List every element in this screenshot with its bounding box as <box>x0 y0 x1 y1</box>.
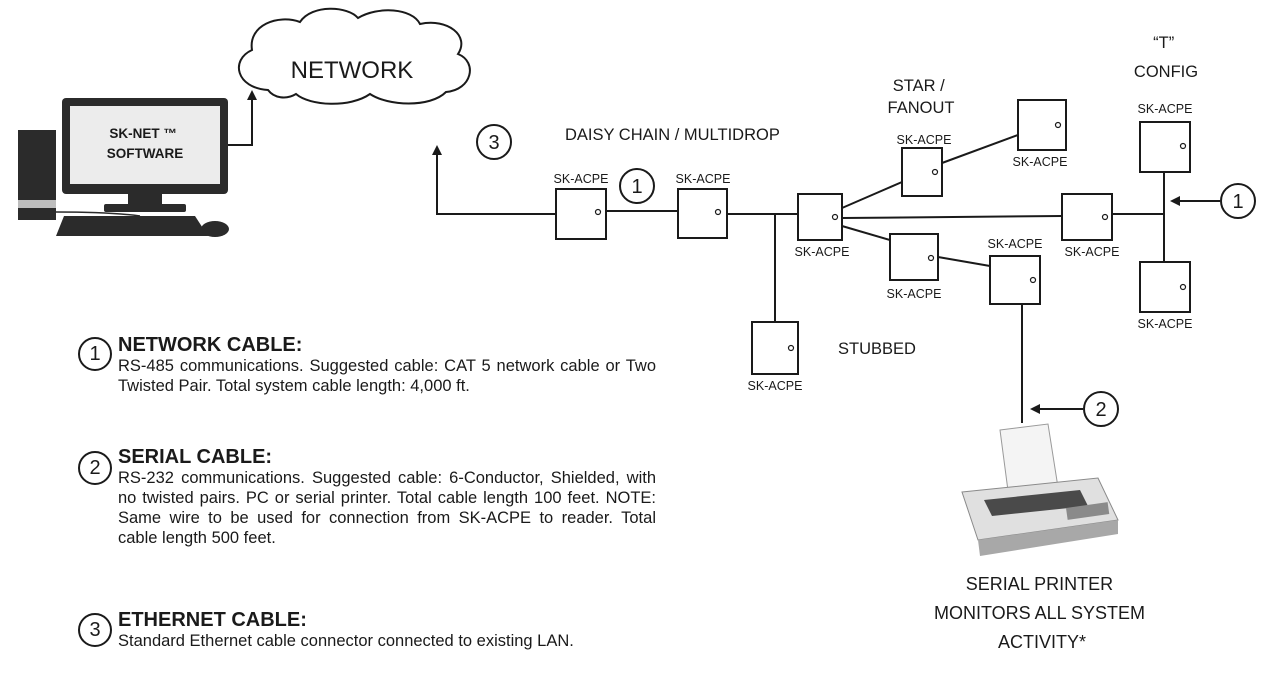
panel-label: SK-ACPE <box>897 133 952 147</box>
t-config-label: “T” CONFIG <box>1134 34 1198 81</box>
svg-text:1: 1 <box>631 176 642 198</box>
legend-network-number: 1 <box>78 337 112 371</box>
callout-network-cable-t: 1 <box>1170 183 1256 219</box>
legend-text: RS-232 communications. Suggested cable: … <box>118 469 656 547</box>
callout-serial-cable: 2 <box>1030 391 1119 427</box>
legend-title: NETWORK CABLE: <box>118 334 303 356</box>
legend-text: RS-485 communications. Suggested cable: … <box>118 357 656 395</box>
network-cloud <box>237 7 471 105</box>
printer-caption: SERIAL PRINTER MONITORS ALL SYSTEM ACTIV… <box>934 574 1150 652</box>
callout-network-cable: 1 <box>619 168 655 204</box>
stubbed-label: STUBBED <box>838 340 916 358</box>
panel-label: SK-ACPE <box>554 172 609 186</box>
callout-ethernet-cable: 3 <box>476 124 512 160</box>
daisy-chain-label: DAISY CHAIN / MULTIDROP <box>565 126 780 144</box>
panel-t-bottom <box>1139 261 1191 313</box>
printer-caption-line-3: ACTIVITY* <box>998 632 1086 652</box>
network-wiring <box>606 134 1165 423</box>
printer-caption-line-1: SERIAL PRINTER <box>966 574 1113 594</box>
printer-icon <box>961 423 1119 556</box>
software-label-line-2: SOFTWARE <box>107 146 184 161</box>
legend-ethernet-cable: ETHERNET CABLE: Standard Ethernet cable … <box>118 609 656 651</box>
svg-text:3: 3 <box>488 132 499 154</box>
t-config-label-line-2: CONFIG <box>1134 63 1198 81</box>
panel-mid <box>1061 193 1113 241</box>
panel-drop <box>751 321 799 375</box>
panel-label: SK-ACPE <box>887 287 942 301</box>
legend-text: Standard Ethernet cable connector connec… <box>118 632 574 650</box>
legend-serial-cable: SERIAL CABLE: RS-232 communications. Sug… <box>118 446 656 548</box>
panel-label: SK-ACPE <box>676 172 731 186</box>
legend-network-cable: NETWORK CABLE: RS-485 communications. Su… <box>118 334 656 396</box>
panel-stub-2 <box>989 255 1041 305</box>
legend-ethernet-number: 3 <box>78 613 112 647</box>
panel-label: SK-ACPE <box>1138 102 1193 116</box>
panel-label: SK-ACPE <box>748 379 803 393</box>
network-label: NETWORK <box>291 57 414 84</box>
legend-title: SERIAL CABLE: <box>118 446 273 468</box>
svg-text:2: 2 <box>1095 399 1106 421</box>
computer-network-link <box>228 90 257 146</box>
panel-star-1 <box>901 147 943 197</box>
panel-label: SK-ACPE <box>988 237 1043 251</box>
panel-label: SK-ACPE <box>795 245 850 259</box>
panel-label: SK-ACPE <box>1065 245 1120 259</box>
legend-serial-number: 2 <box>78 451 112 485</box>
panel-daisy-2 <box>677 188 728 239</box>
computer-icon <box>18 98 229 237</box>
panel-t-top <box>1139 121 1191 173</box>
star-label: STAR / FANOUT <box>888 77 955 117</box>
panel-stub-1 <box>889 233 939 281</box>
star-label-line-2: FANOUT <box>888 99 955 117</box>
software-label-line-1: SK-NET ™ <box>109 126 177 141</box>
t-config-label-line-1: “T” <box>1153 34 1174 52</box>
legend-title: ETHERNET CABLE: <box>118 609 307 631</box>
panel-label: SK-ACPE <box>1013 155 1068 169</box>
svg-text:1: 1 <box>1232 191 1243 213</box>
panel-hub <box>797 193 843 241</box>
panel-label: SK-ACPE <box>1138 317 1193 331</box>
printer-caption-line-2: MONITORS ALL SYSTEM <box>934 603 1145 623</box>
panel-daisy-1 <box>555 188 607 240</box>
ethernet-link <box>432 145 556 215</box>
star-label-line-1: STAR / <box>893 77 945 95</box>
panel-star-2 <box>1017 99 1067 151</box>
software-label: SK-NET ™ SOFTWARE <box>107 126 184 161</box>
